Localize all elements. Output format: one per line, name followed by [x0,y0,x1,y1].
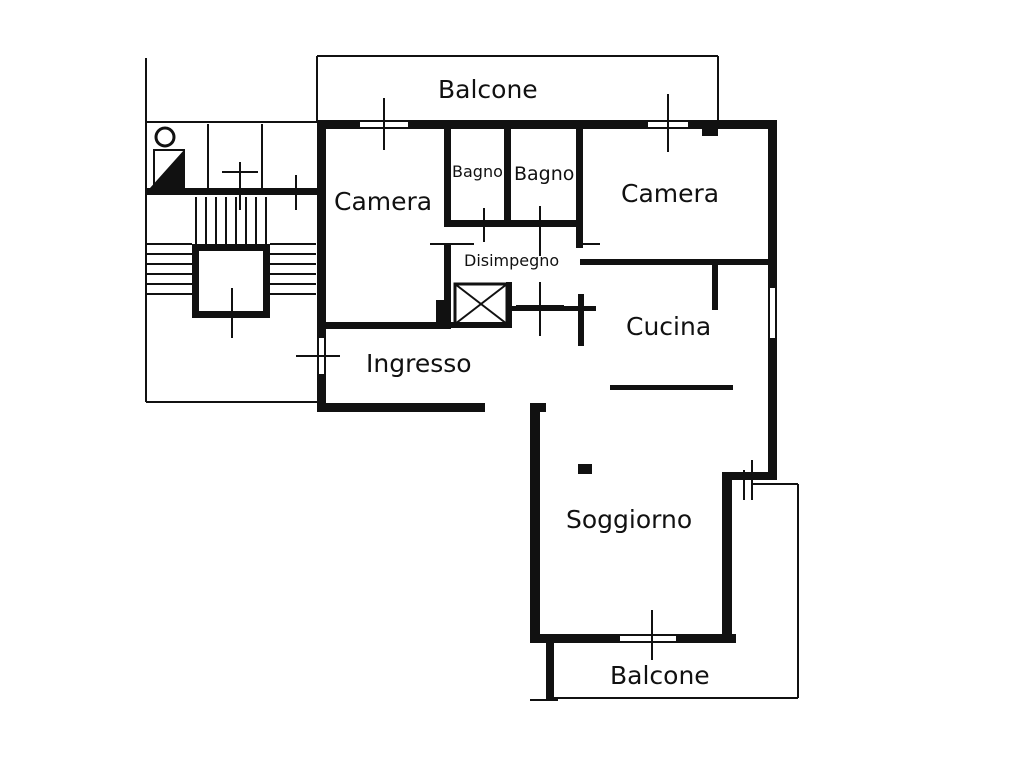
stair-treads-left [146,243,192,295]
balcony-top-outline [316,55,719,122]
label-camera-right: Camera [621,179,719,208]
label-soggiorno: Soggiorno [566,505,692,534]
storage-closet [453,282,509,326]
label-cucina: Cucina [626,312,711,341]
label-balcone-bottom: Balcone [610,661,710,690]
stair-treads-right [270,243,316,295]
label-disimpegno: Disimpegno [464,251,559,270]
balcony-bottom-outline [530,483,799,701]
label-bagno-2: Bagno [514,163,574,185]
label-bagno-1: Bagno [452,162,503,181]
fixture-marks [296,94,753,660]
stairwell [145,58,320,403]
stair-treads-upper [195,197,267,244]
label-ingresso: Ingresso [366,349,472,378]
label-balcone-top: Balcone [438,75,538,104]
label-camera-left: Camera [334,187,432,216]
